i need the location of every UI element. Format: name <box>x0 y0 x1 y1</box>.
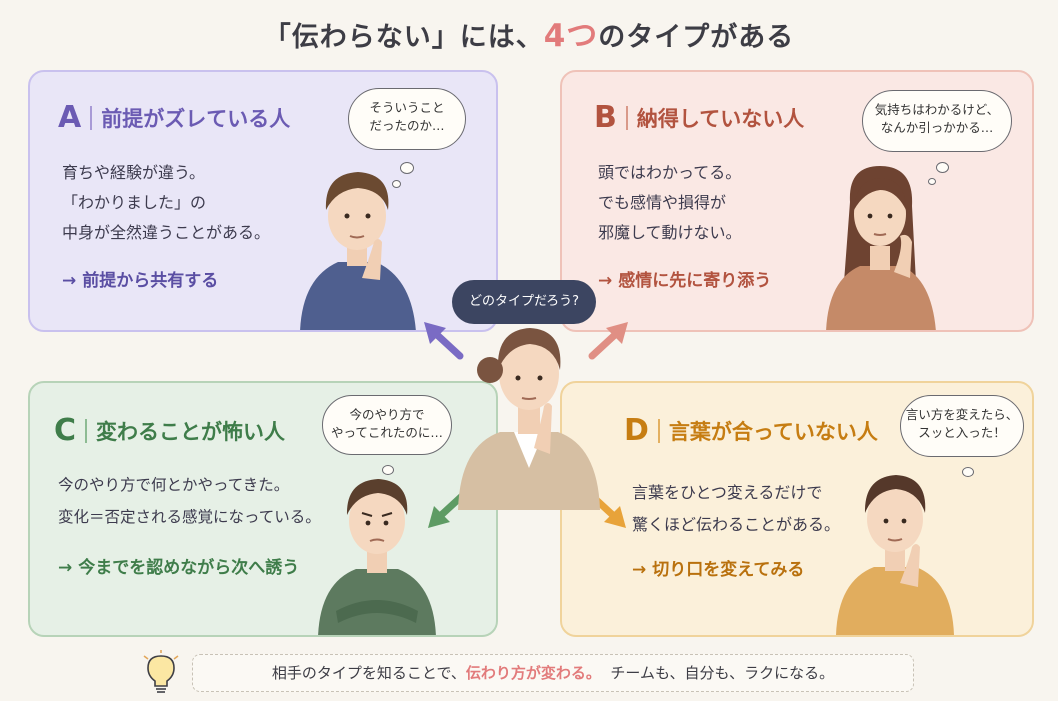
arrow-right-icon: → <box>62 271 77 291</box>
card-type-c: C 変わることが怖い人 今のやり方で何とかやってきた。 変化＝否定される感覚にな… <box>28 381 498 637</box>
thought-dot <box>400 162 414 174</box>
thought-dot <box>392 180 401 188</box>
card-c-body: 今のやり方で何とかやってきた。 変化＝否定される感覚になっている。 <box>58 469 321 533</box>
card-b-letter: B <box>594 100 617 135</box>
thought-a-line: そういうこと <box>369 100 445 115</box>
card-a-body: 育ちや経験が違う。 「わかりました」の 中身が全然違うことがある。 <box>62 158 270 248</box>
footer-part1: 相手のタイプを知ることで、 <box>271 664 466 682</box>
thought-bubble-a: そういうこと だったのか… <box>348 88 466 150</box>
card-b-divider <box>625 105 628 130</box>
card-c-heading: 変わることが怖い人 <box>96 419 286 444</box>
card-a-line: 育ちや経験が違う。 <box>62 163 206 182</box>
arrow-up-left-icon <box>424 322 464 360</box>
card-type-d: D 言葉が合っていない人 言葉をひとつ変えるだけで 驚くほど伝わることがある。 … <box>560 381 1034 637</box>
card-d-header: D 言葉が合っていない人 <box>624 413 878 448</box>
thought-dot <box>382 465 394 475</box>
thought-b-line: 気持ちはわかるけど、 <box>874 102 1000 117</box>
card-c-line: 今のやり方で何とかやってきた。 <box>58 476 290 494</box>
man-thinking-illustration <box>300 172 416 330</box>
card-a-action: →前提から共有する <box>62 266 218 291</box>
man-chin-thinking-illustration <box>836 475 954 635</box>
thought-bubble-d: 言い方を変えたら、 スッと入った！ <box>900 395 1024 457</box>
card-a-heading: 前提がズレている人 <box>101 106 291 131</box>
card-d-line: 驚くほど伝わることがある。 <box>632 515 841 534</box>
footer-part2: チームも、自分も、ラクになる。 <box>610 664 835 682</box>
thought-a-line: だったのか… <box>369 118 445 133</box>
thought-bubble-c: 今のやり方で やってこれたのに… <box>322 395 452 455</box>
card-a-divider <box>90 105 93 130</box>
title-number: 4つ <box>543 18 599 54</box>
center-question-bubble: どのタイプだろう? <box>452 280 596 324</box>
page-title: 「伝わらない」には、4つのタイプがある <box>0 10 1058 55</box>
card-type-a: A 前提がズレている人 育ちや経験が違う。 「わかりました」の 中身が全然違うこ… <box>28 70 498 332</box>
thought-c-line: 今のやり方で <box>349 407 425 422</box>
thought-dot <box>962 467 974 477</box>
lightbulb-icon <box>143 650 179 693</box>
man-arms-crossed-illustration <box>318 479 436 635</box>
card-c-header: C 変わることが怖い人 <box>54 413 285 448</box>
card-a-action-text: 前提から共有する <box>82 271 219 291</box>
card-d-body: 言葉をひとつ変えるだけで 驚くほど伝わることがある。 <box>632 477 840 541</box>
card-b-body: 頭ではわかってる。 でも感情や損得が 邪魔して動けない。 <box>598 158 742 248</box>
card-c-line: 変化＝否定される感覚になっている。 <box>58 508 321 526</box>
thought-c-line: やってこれたのに… <box>331 425 443 440</box>
arrow-up-right-icon <box>588 322 628 360</box>
card-b-line: でも感情や損得が <box>598 193 727 212</box>
arrow-down-left-icon <box>428 492 466 528</box>
card-d-heading: 言葉が合っていない人 <box>668 419 878 444</box>
card-d-divider <box>657 418 660 443</box>
title-part2: のタイプがある <box>598 22 795 53</box>
card-b-line: 頭ではわかってる。 <box>598 163 742 182</box>
card-c-letter: C <box>54 413 77 448</box>
arrow-right-icon: → <box>632 560 647 580</box>
card-d-action-text: 切り口を変えてみる <box>652 560 805 580</box>
card-b-line: 邪魔して動けない。 <box>598 223 742 242</box>
card-b-action: →感情に先に寄り添う <box>598 266 771 291</box>
arrow-right-icon: → <box>598 271 613 291</box>
card-a-header: A 前提がズレている人 <box>58 100 290 135</box>
card-d-letter: D <box>624 413 649 448</box>
thought-d-line: スッと入った！ <box>918 425 1006 440</box>
card-c-action-text: 今までを認めながら次へ誘う <box>78 558 300 578</box>
card-d-action: →切り口を変えてみる <box>632 555 804 580</box>
direction-arrows <box>424 322 628 528</box>
card-a-line: 中身が全然違うことがある。 <box>62 223 271 242</box>
card-b-heading: 納得していない人 <box>636 106 805 131</box>
card-b-action-text: 感情に先に寄り添う <box>618 271 772 291</box>
thought-d-line: 言い方を変えたら、 <box>905 407 1019 422</box>
footer-message: 相手のタイプを知ることで、伝わり方が変わる。 チームも、自分も、ラクになる。 <box>192 654 914 692</box>
card-a-letter: A <box>58 100 82 135</box>
woman-resting-chin-illustration <box>826 166 936 330</box>
card-c-divider <box>85 418 88 443</box>
thought-dot <box>928 178 936 185</box>
card-type-b: B 納得していない人 頭ではわかってる。 でも感情や損得が 邪魔して動けない。 … <box>560 70 1034 332</box>
thought-bubble-b: 気持ちはわかるけど、 なんか引っかかる… <box>862 90 1012 152</box>
center-woman-thinking-illustration <box>458 328 600 510</box>
arrow-right-icon: → <box>58 558 73 578</box>
footer-highlight: 伝わり方が変わる。 <box>465 664 601 682</box>
thought-dot <box>936 162 949 173</box>
card-b-header: B 納得していない人 <box>594 100 804 135</box>
thought-b-line: なんか引っかかる… <box>880 120 994 135</box>
card-a-line: 「わかりました」の <box>62 193 207 212</box>
card-c-action: →今までを認めながら次へ誘う <box>58 553 299 578</box>
title-part1: 「伝わらない」には、 <box>263 22 544 53</box>
card-d-line: 言葉をひとつ変えるだけで <box>632 483 823 502</box>
